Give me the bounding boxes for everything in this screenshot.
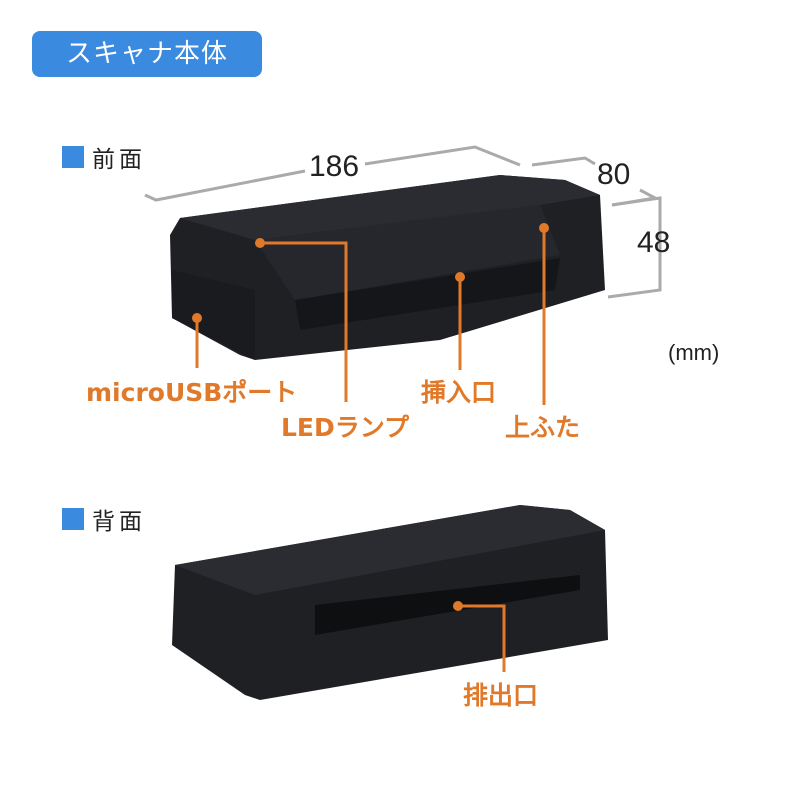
- callout-output-slot: 排出口: [463, 681, 539, 710]
- square-bullet-icon: [62, 508, 84, 530]
- callout-led-lamp: LEDランプ: [281, 413, 410, 442]
- back-heading: 背面: [62, 502, 146, 536]
- square-bullet-icon: [62, 146, 84, 168]
- callout-microusb-port: microUSBポート: [86, 378, 298, 407]
- dim-unit: (mm): [668, 340, 720, 365]
- callout-insertion-slot: 挿入口: [421, 378, 497, 407]
- title-badge: スキャナ本体: [32, 31, 262, 77]
- back-scanner-image: [172, 505, 608, 700]
- front-scanner-image: [170, 175, 605, 360]
- back-heading-label: 背面: [92, 509, 146, 535]
- front-heading-label: 前面: [92, 147, 146, 173]
- dim-depth: 80: [597, 158, 631, 191]
- callout-top-cover: 上ふた: [505, 413, 581, 442]
- dim-height: 48: [637, 226, 671, 259]
- front-heading: 前面: [62, 140, 146, 174]
- dim-width: 186: [309, 150, 360, 183]
